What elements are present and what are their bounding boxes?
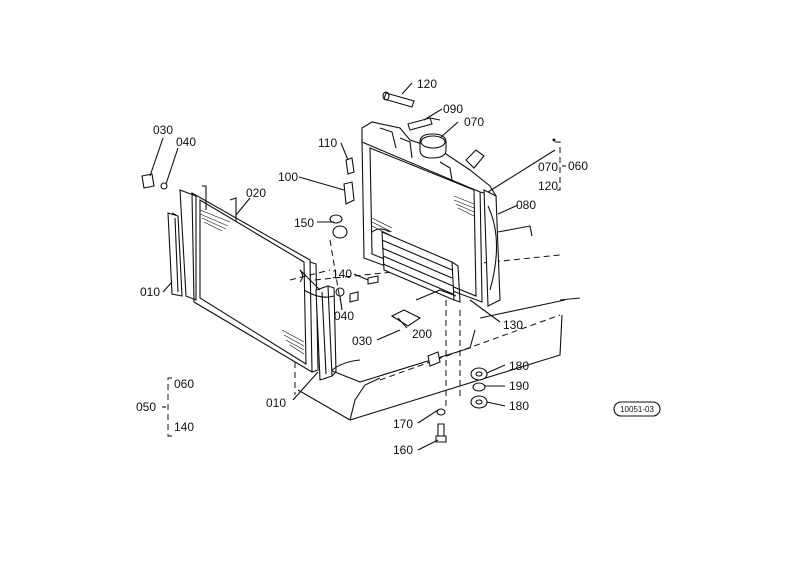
label-160: 160 xyxy=(393,443,413,457)
drawing-code: 10051-03 xyxy=(620,405,654,414)
radiator-screen-frame xyxy=(179,185,319,373)
label-070-group: 070 xyxy=(538,160,558,174)
label-110: 110 xyxy=(318,136,337,150)
fasteners xyxy=(141,157,457,367)
label-120-hose: 120 xyxy=(417,77,437,91)
part-labels: 120 090 070 110 100 020 150 030 040 010 … xyxy=(136,77,588,457)
oil-cooler xyxy=(371,228,461,303)
rubber-mount-stack xyxy=(470,367,488,409)
label-080: 080 xyxy=(516,198,536,212)
label-030-left: 030 xyxy=(153,123,173,137)
label-170: 170 xyxy=(393,417,413,431)
label-140-centre: 140 xyxy=(332,267,352,281)
label-090: 090 xyxy=(443,102,463,116)
drawing-code-badge: 10051-03 xyxy=(613,401,661,417)
label-150: 150 xyxy=(294,216,314,230)
label-180-bottom: 180 xyxy=(509,399,529,413)
label-070-cap: 070 xyxy=(464,115,484,129)
label-140-050group: 140 xyxy=(174,420,194,434)
assembly-lines xyxy=(289,225,533,410)
label-040-centre: 040 xyxy=(334,309,354,323)
pipe-090 xyxy=(407,117,441,131)
label-180-top: 180 xyxy=(509,359,529,373)
label-190: 190 xyxy=(509,379,529,393)
label-060-050group: 060 xyxy=(174,377,194,391)
label-020: 020 xyxy=(246,186,266,200)
side-bracket-left xyxy=(167,212,183,297)
label-200: 200 xyxy=(412,327,432,341)
label-130: 130 xyxy=(503,318,523,332)
label-060-group: 060 xyxy=(568,159,588,173)
label-040-left: 040 xyxy=(176,135,196,149)
side-bracket-right xyxy=(315,285,337,381)
label-010-right: 010 xyxy=(266,396,286,410)
label-030-centre: 030 xyxy=(352,334,372,348)
label-050: 050 xyxy=(136,400,156,414)
label-010-left: 010 xyxy=(140,285,160,299)
label-120-group: 120 xyxy=(538,179,558,193)
mount-bolt xyxy=(435,408,447,443)
hose-120 xyxy=(382,91,415,108)
leader-lines xyxy=(149,82,566,451)
label-100: 100 xyxy=(278,170,298,184)
